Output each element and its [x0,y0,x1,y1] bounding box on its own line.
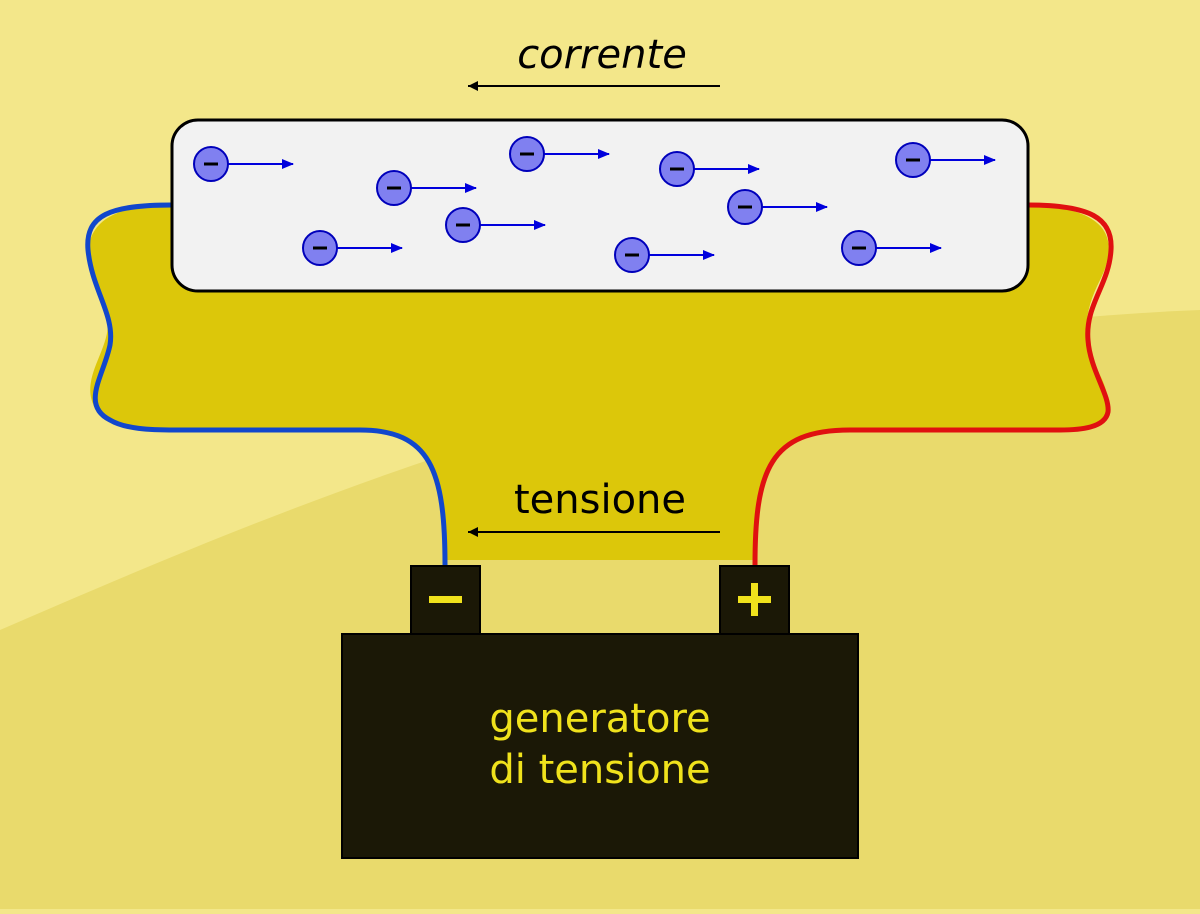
conductor [170,118,1030,293]
current-label: corrente [517,32,687,78]
electron [895,142,996,178]
generator-label-line2: di tensione [489,747,710,793]
electron-minus-icon [456,223,470,227]
electron-minus-icon [313,246,327,250]
electron [727,189,828,225]
electron [302,230,403,266]
electron [614,237,715,273]
electron-minus-icon [670,167,684,171]
voltage-label: tensione [514,477,686,523]
electric-field-area [88,205,1109,560]
battery: generatore di tensione [341,565,859,859]
electron [445,207,546,243]
negative-wire [85,202,448,568]
plus-sign-icon [738,583,771,616]
electrons-group [193,136,996,273]
electron-minus-icon [204,162,218,166]
electron [509,136,610,172]
electron [376,170,477,206]
electron [841,230,942,266]
electron-minus-icon [625,253,639,257]
electron-minus-icon [906,158,920,162]
electron-minus-icon [520,152,534,156]
electron-minus-icon [852,246,866,250]
electron-minus-icon [387,186,401,190]
background-shade [0,310,1200,909]
electron [193,146,294,182]
electron [659,151,760,187]
generator-label-line1: generatore [489,696,710,742]
positive-wire [752,202,1114,568]
electron-minus-icon [738,205,752,209]
minus-sign-icon [429,596,462,603]
battery-body [341,633,859,859]
